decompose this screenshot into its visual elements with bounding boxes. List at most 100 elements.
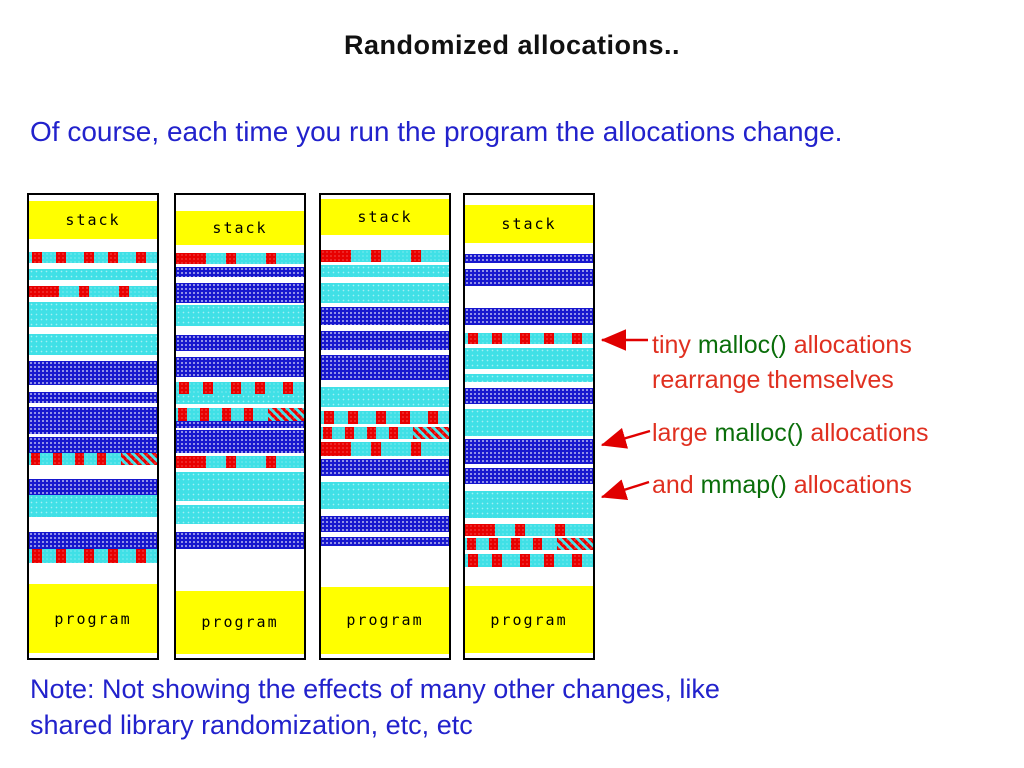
segment-tiny3 xyxy=(465,538,593,551)
segment-mmap xyxy=(176,393,304,404)
annotation-tiny-malloc: tiny malloc() allocations rearrange them… xyxy=(652,328,912,398)
segment-large xyxy=(29,437,157,453)
segment-gap xyxy=(29,238,157,252)
segment-gap xyxy=(465,550,593,554)
segment-gap xyxy=(29,517,157,532)
program-label: program xyxy=(201,613,279,632)
segment-mmap xyxy=(29,333,157,355)
segment-gap xyxy=(321,475,449,482)
segment-large xyxy=(321,458,449,476)
segment-gap xyxy=(465,484,593,491)
note-line-1: Note: Not showing the effects of many ot… xyxy=(30,674,720,704)
segment-large xyxy=(29,360,157,385)
segment-gap xyxy=(29,326,157,334)
segment-gap xyxy=(465,464,593,469)
segment-mmap xyxy=(176,305,304,326)
segment-tiny1 xyxy=(465,333,593,345)
segment-gap xyxy=(176,524,304,533)
segment-large xyxy=(465,253,593,264)
segment-tiny2 xyxy=(176,253,304,265)
segment-stack: stack xyxy=(176,211,304,246)
segment-gap xyxy=(29,195,157,202)
segment-gap xyxy=(176,277,304,284)
annotation-mmap-fn: mmap() xyxy=(700,471,787,499)
segment-gap xyxy=(29,296,157,302)
segment-large xyxy=(29,407,157,435)
page-title: Randomized allocations.. xyxy=(343,30,681,60)
segment-gap xyxy=(321,277,449,283)
segment-tiny2 xyxy=(321,249,449,263)
segment-gap xyxy=(29,403,157,408)
segment-gap xyxy=(465,536,593,539)
segment-mmap xyxy=(321,482,449,510)
segment-gap xyxy=(465,653,593,659)
annotation-tiny-prefix: tiny xyxy=(652,331,698,359)
program-label: program xyxy=(346,611,424,630)
arrow-icons xyxy=(600,329,651,500)
segment-stack: stack xyxy=(29,201,157,239)
segment-mmap xyxy=(29,301,157,327)
segment-large xyxy=(321,331,449,350)
segment-gap xyxy=(321,234,449,250)
segment-mmap xyxy=(29,495,157,518)
segment-gap xyxy=(29,652,157,658)
segment-mmap xyxy=(465,373,593,382)
stack-label: stack xyxy=(357,207,413,226)
annotation-large-malloc: large malloc() allocations xyxy=(652,419,929,448)
segment-gap xyxy=(465,195,593,206)
segment-tiny3 xyxy=(321,427,449,440)
segment-gap xyxy=(321,195,449,200)
segment-gap xyxy=(465,404,593,410)
segment-tiny2 xyxy=(29,286,157,297)
segment-large xyxy=(29,391,157,404)
segment-gap xyxy=(29,354,157,361)
segment-tiny1 xyxy=(29,549,157,563)
annotation-large-prefix: large xyxy=(652,419,715,447)
memory-column-2: stack program xyxy=(174,193,306,660)
annotation-tiny-line2: rearrange themselves xyxy=(652,366,894,394)
segment-mmap xyxy=(176,472,304,502)
arrow-mmap xyxy=(600,479,650,500)
segment-large xyxy=(176,532,304,549)
segment-tiny1 xyxy=(176,381,304,394)
segment-large xyxy=(465,269,593,287)
segment-gap xyxy=(465,324,593,334)
segment-gap xyxy=(321,302,449,307)
segment-stack: stack xyxy=(465,205,593,243)
segment-program: program xyxy=(176,590,304,654)
segment-tiny1 xyxy=(321,410,449,424)
segment-mmap xyxy=(321,265,449,278)
annotation-large-suffix: allocations xyxy=(803,419,929,447)
segment-gap xyxy=(321,439,449,443)
segment-large xyxy=(176,430,304,454)
segment-gap xyxy=(176,653,304,658)
segment-gap xyxy=(321,653,449,659)
segment-gap xyxy=(29,384,157,392)
segment-gap xyxy=(176,303,304,306)
segment-mmap xyxy=(465,409,593,436)
segment-tiny1 xyxy=(465,553,593,567)
note-text: Note: Not showing the effects of many ot… xyxy=(30,671,930,743)
segment-large xyxy=(29,478,157,496)
annotation-tiny-fn: malloc() xyxy=(697,331,787,359)
segment-gap xyxy=(29,562,157,585)
segment-gap xyxy=(465,368,593,374)
segment-gap xyxy=(465,435,593,439)
stack-label: stack xyxy=(501,214,557,233)
segment-gap xyxy=(176,403,304,408)
annotation-tiny-line1: tiny malloc() allocations xyxy=(652,328,912,363)
segment-gap xyxy=(176,195,304,212)
segment-mmap xyxy=(465,490,593,518)
segment-large xyxy=(176,267,304,278)
segment-gap xyxy=(176,325,304,335)
segment-gap xyxy=(176,453,304,457)
segment-gap xyxy=(321,349,449,355)
segment-large xyxy=(176,283,304,304)
segment-gap xyxy=(176,501,304,506)
segment-large xyxy=(465,387,593,405)
segment-gap xyxy=(321,531,449,537)
segment-gap xyxy=(465,566,593,586)
segment-gap xyxy=(176,245,304,254)
